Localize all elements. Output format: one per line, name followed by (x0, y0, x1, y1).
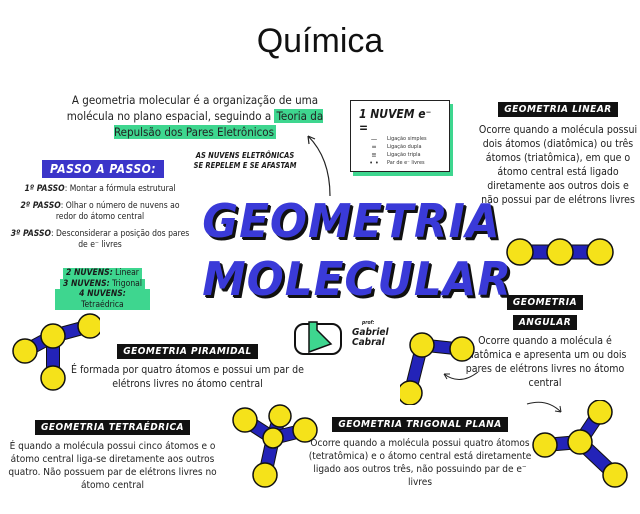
tetrahedral-molecule-icon (232, 404, 318, 488)
main-title: GEOMETRIA MOLECULAR (202, 192, 513, 308)
legend-item: ═Ligação dupla (367, 143, 441, 151)
curved-arrow-icon (307, 135, 331, 197)
step-item: 3º PASSO: Desconsiderar a posição dos pa… (10, 228, 190, 251)
step-by-step-badge: PASSO A PASSO: (42, 160, 165, 178)
section-pyramidal: GEOMETRIA PIRAMIDAL É formada por quatro… (65, 339, 310, 391)
section-title: GEOMETRIA TETRAÉDRICA (34, 420, 191, 435)
double-bond-icon: ═ (372, 143, 376, 151)
logo-prefix: prof: (362, 320, 375, 326)
section-trigonal-planar: GEOMETRIA TRIGONAL PLANA Ocorre quando a… (305, 412, 535, 489)
intro-body: A geometria molecular é a organização de… (66, 93, 319, 123)
trigonal-molecule-icon (532, 400, 628, 488)
repulsion-note: AS NUVENS ELETRÔNICAS SE REPELEM E SE AF… (180, 151, 310, 171)
cloud-item: 3 NUVENS: Trigonal (59, 278, 145, 289)
logo-text: prof: Gabriel Cabral (352, 318, 389, 348)
logo-name-line2: Cabral (352, 337, 385, 348)
cloud-item: 4 NUVENS: Tetraédrica (55, 289, 150, 310)
page-title: Química (256, 22, 384, 60)
section-title: GEOMETRIA (506, 295, 584, 310)
section-title: GEOMETRIA PIRAMIDAL (117, 344, 258, 359)
section-text: Ocorre quando a molécula possui dois áto… (478, 124, 638, 206)
step-item: 1º PASSO: Montar a fórmula estrutural (24, 184, 176, 194)
triple-bond-icon: ≡ (371, 151, 377, 159)
section-title: GEOMETRIA LINEAR (498, 102, 618, 117)
section-text: É quando a molécula possui cinco átomos … (8, 441, 217, 491)
section-title: ANGULAR (512, 315, 578, 330)
section-tetrahedral: GEOMETRIA TETRAÉDRICA É quando a molécul… (0, 415, 225, 492)
repulsion-note-line2: SE REPELEM E SE AFASTAM (193, 161, 297, 170)
linear-molecule-icon (506, 238, 614, 266)
section-text: É formada por quatro átomos e possui um … (71, 364, 304, 390)
repulsion-note-line1: AS NUVENS ELETRÔNICAS (195, 151, 295, 160)
cloud-item: 2 NUVENS: Linear (63, 268, 142, 279)
logo-name-line1: Gabriel (352, 327, 389, 338)
angular-molecule-icon (400, 332, 475, 405)
section-title: GEOMETRIA TRIGONAL PLANA (332, 417, 508, 432)
main-title-line1: GEOMETRIA (202, 194, 501, 248)
legend-box: 1 NUVEM e⁻ = —Ligação simples ═Ligação d… (350, 100, 450, 172)
section-text: Ocorre quando a molécula é triatômica e … (463, 335, 627, 389)
pyramidal-molecule-icon (12, 313, 100, 391)
single-bond-icon: — (370, 135, 378, 143)
curved-arrow-icon (443, 371, 479, 380)
logo-flask-icon (294, 321, 342, 355)
legend-title: 1 NUVEM e⁻ = (359, 107, 432, 135)
legend-item: • •Par de e⁻ livres (367, 159, 441, 167)
clouds-summary: 2 NUVENS: Linear 3 NUVENS: Trigonal 4 NU… (55, 268, 150, 310)
legend-item: —Ligação simples (367, 135, 441, 143)
lone-pair-icon: • • (369, 159, 379, 167)
section-text: Ocorre quando a molécula possui quatro á… (308, 438, 532, 488)
step-item: 2º PASSO: Olhar o número de nuvens ao re… (20, 200, 180, 223)
section-linear: GEOMETRIA LINEAR Ocorre quando a molécul… (478, 97, 638, 207)
legend-item: ≡Ligação tripla (367, 151, 441, 159)
section-angular: GEOMETRIA ANGULAR Ocorre quando a molécu… (450, 290, 640, 390)
intro-text: A geometria molecular é a organização de… (55, 92, 335, 140)
steps-list: 1º PASSO: Montar a fórmula estrutural 2º… (10, 184, 190, 257)
curved-arrow-icon (526, 401, 562, 413)
main-title-line2: MOLECULAR (202, 252, 513, 306)
